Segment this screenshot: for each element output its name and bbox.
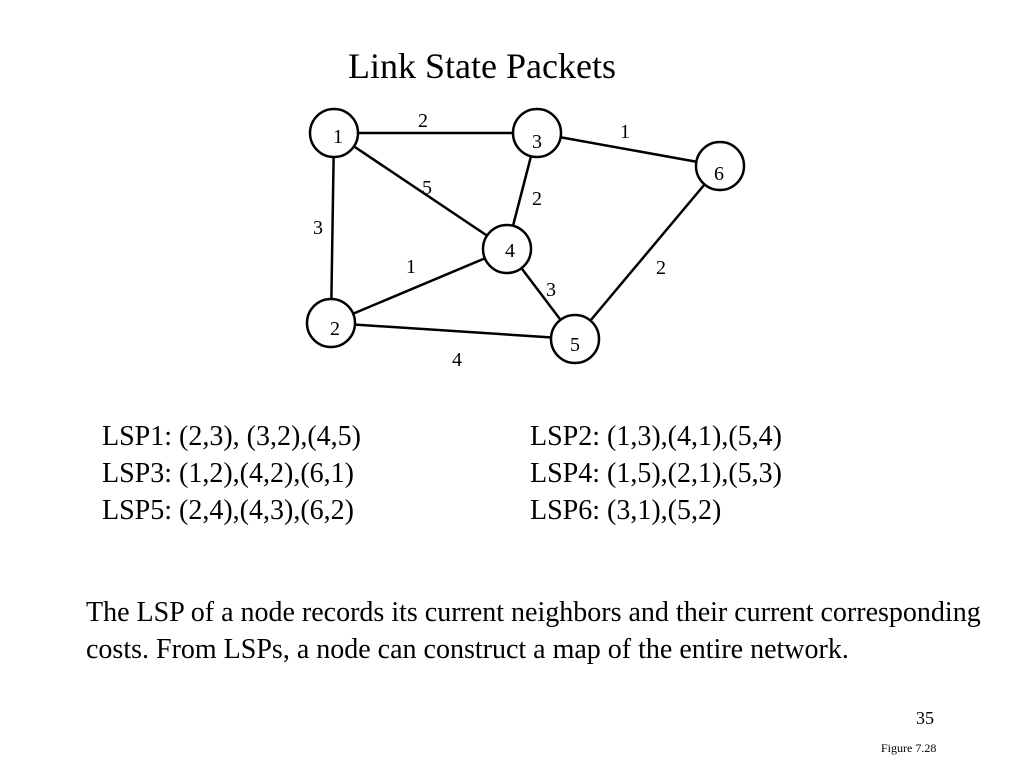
edge-2-4 [330,247,508,325]
edge-cost-2-5: 4 [452,349,462,371]
lsp-list-left: LSP1: (2,3), (3,2),(4,5) LSP3: (1,2),(4,… [102,418,361,529]
lsp-3: LSP3: (1,2),(4,2),(6,1) [102,458,354,489]
node-label-4: 4 [505,240,515,262]
edge-cost-1-3: 2 [418,110,428,132]
lsp-list-right: LSP2: (1,3),(4,1),(5,4) LSP4: (1,5),(2,1… [530,418,782,529]
node-1: 1 [308,107,360,159]
node-4: 4 [481,223,533,275]
edge-cost-6-5: 2 [656,257,666,279]
node-5: 5 [549,313,601,365]
edge-cost-1-2: 3 [313,217,323,239]
edge-3-6 [536,131,721,168]
edge-cost-1-4: 5 [422,177,432,199]
node-label-3: 3 [532,131,542,153]
node-2: 2 [305,297,357,349]
description-paragraph: The LSP of a node records its current ne… [86,597,981,665]
page-number: 35 [916,708,934,728]
edge-cost-labels: 2 5 3 1 2 1 3 2 4 [313,110,666,371]
lsp-1: LSP1: (2,3), (3,2),(4,5) [102,421,361,452]
edge-1-4 [333,131,508,251]
network-graph: 2 5 3 1 2 1 3 2 4 1 3 6 4 2 5 [305,107,746,371]
slide-title: Link State Packets [348,46,616,86]
edge-1-2 [329,132,336,324]
lsp-6: LSP6: (3,1),(5,2) [530,495,722,526]
edge-cost-3-6: 1 [620,121,630,143]
edge-cost-2-4: 1 [406,256,416,278]
edge-cost-3-4: 2 [532,188,542,210]
lsp-2: LSP2: (1,3),(4,1),(5,4) [530,421,782,452]
node-6: 6 [694,140,746,192]
node-3: 3 [511,107,563,159]
edge-6-5 [574,165,721,340]
lsp-5: LSP5: (2,4),(4,3),(6,2) [102,495,354,526]
figure-reference: Figure 7.28 [881,741,937,755]
node-label-6: 6 [714,163,724,185]
edge-2-5 [330,321,576,341]
edge-cost-4-5: 3 [546,279,556,301]
node-label-1: 1 [333,126,343,148]
lsp-4: LSP4: (1,5),(2,1),(5,3) [530,458,782,489]
node-label-5: 5 [570,334,580,356]
node-label-2: 2 [330,318,340,340]
